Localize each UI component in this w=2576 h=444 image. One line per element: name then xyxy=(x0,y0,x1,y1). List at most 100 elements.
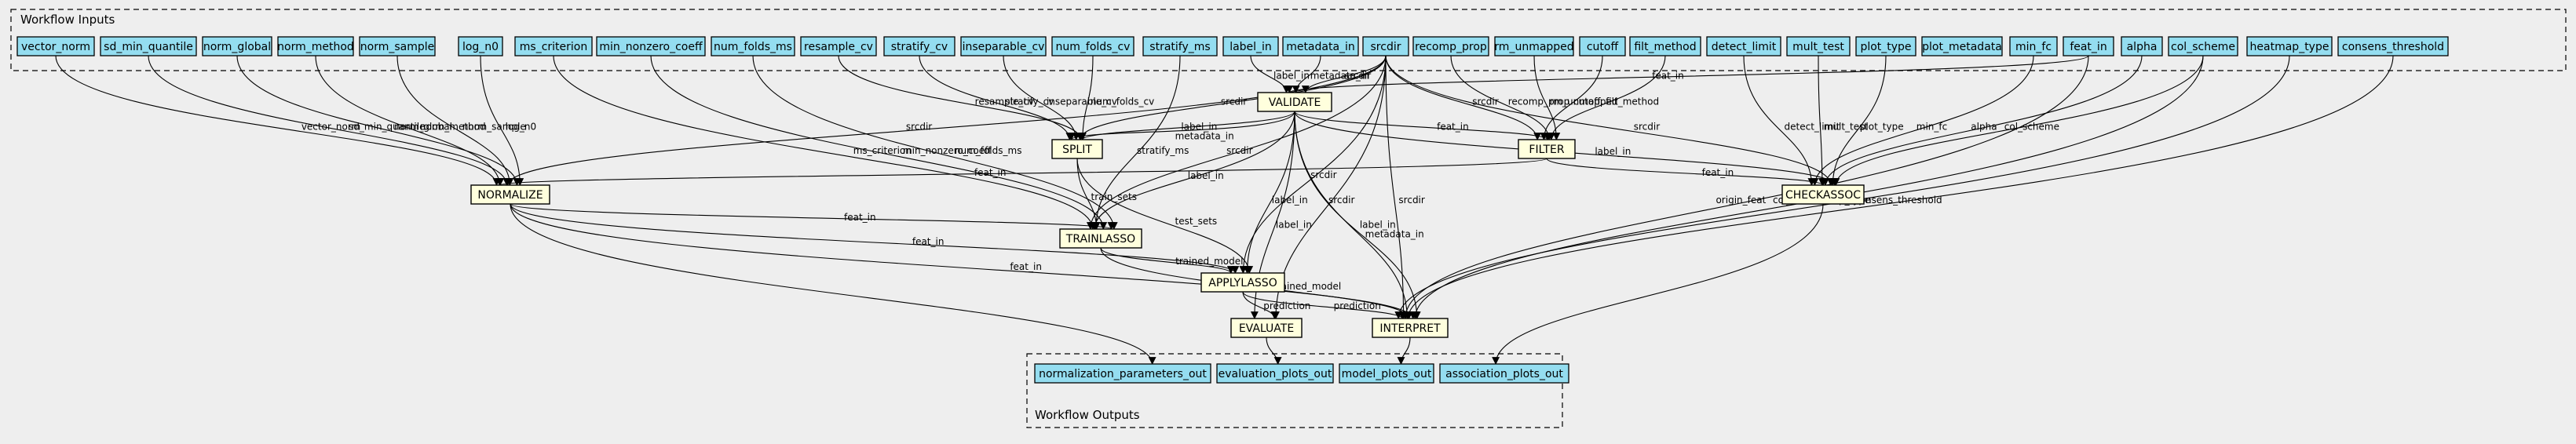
input-inseparable-cv[interactable]: inseparable_cv xyxy=(960,36,1047,56)
input-box[interactable] xyxy=(16,36,95,56)
input-box[interactable] xyxy=(2009,36,2058,56)
step-box[interactable] xyxy=(470,184,550,205)
step-EVALUATE[interactable]: EVALUATE xyxy=(1230,318,1303,338)
step-INTERPRET[interactable]: INTERPRET xyxy=(1372,318,1449,338)
input-filt-method[interactable]: filt_method xyxy=(1629,36,1701,56)
input-consens-threshold[interactable]: consens_threshold xyxy=(2337,36,2449,56)
input-box[interactable] xyxy=(100,36,197,56)
input-num-folds-cv[interactable]: num_folds_cv xyxy=(1051,36,1135,56)
input-box[interactable] xyxy=(596,36,706,56)
input-resample-cv[interactable]: resample_cv xyxy=(800,36,877,56)
input-box[interactable] xyxy=(202,36,272,56)
step-box[interactable] xyxy=(1051,139,1103,159)
input-box[interactable] xyxy=(800,36,877,56)
input-num-folds-ms[interactable]: num_folds_ms xyxy=(711,36,795,56)
input-box[interactable] xyxy=(960,36,1047,56)
step-box[interactable] xyxy=(1257,92,1332,112)
step-box[interactable] xyxy=(1059,228,1142,249)
step-label: EVALUATE xyxy=(1239,322,1294,335)
input-norm-method[interactable]: norm_method xyxy=(277,36,354,56)
input-min-nonzero-coeff[interactable]: min_nonzero_coeff xyxy=(596,36,706,56)
input-stratify-ms[interactable]: stratify_ms xyxy=(1142,36,1218,56)
output-box[interactable] xyxy=(1439,363,1569,384)
step-APPLYLASSO[interactable]: APPLYLASSO xyxy=(1200,272,1285,293)
edge-label: trained_model xyxy=(1175,256,1243,267)
input-norm-sample[interactable]: norm_sample xyxy=(359,36,436,56)
input-plot-type[interactable]: plot_type xyxy=(1855,36,1916,56)
input-box[interactable] xyxy=(1786,36,1851,56)
step-box[interactable] xyxy=(1781,184,1865,205)
output-box[interactable] xyxy=(1216,363,1334,384)
input-norm-global[interactable]: norm_global xyxy=(202,36,272,56)
input-box[interactable] xyxy=(1142,36,1218,56)
input-plot-metadata[interactable]: plot_metadata xyxy=(1921,36,2003,56)
output-box[interactable] xyxy=(1339,363,1434,384)
input-detect-limit[interactable]: detect_limit xyxy=(1706,36,1781,56)
edge-label: feat_in xyxy=(1652,70,1684,81)
step-box[interactable] xyxy=(1230,318,1303,338)
input-label: mult_test xyxy=(1792,41,1844,53)
input-min-fc[interactable]: min_fc xyxy=(2009,36,2058,56)
step-box[interactable] xyxy=(1200,272,1285,293)
input-box[interactable] xyxy=(2337,36,2449,56)
input-box[interactable] xyxy=(2246,36,2333,56)
input-label: min_fc xyxy=(2015,41,2052,53)
step-NORMALIZE[interactable]: NORMALIZE xyxy=(470,184,550,205)
input-label: log_n0 xyxy=(462,41,499,53)
input-feat-in[interactable]: feat_in xyxy=(2063,36,2114,56)
input-sd-min-quantile[interactable]: sd_min_quantile xyxy=(100,36,197,56)
input-srcdir[interactable]: srcdir xyxy=(1362,36,1409,56)
input-vector-norm[interactable]: vector_norm xyxy=(16,36,95,56)
input-box[interactable] xyxy=(2063,36,2114,56)
step-box[interactable] xyxy=(1372,318,1449,338)
input-box[interactable] xyxy=(1921,36,2003,56)
input-box[interactable] xyxy=(711,36,795,56)
output-box[interactable] xyxy=(1034,363,1211,384)
input-box[interactable] xyxy=(883,36,955,56)
input-box[interactable] xyxy=(1282,36,1359,56)
edge-label: vector_norm xyxy=(301,121,360,132)
input-heatmap-type[interactable]: heatmap_type xyxy=(2246,36,2333,56)
input-box[interactable] xyxy=(514,36,593,56)
edge-NORMALIZE-to-normalization-parameters-out xyxy=(510,203,1156,365)
input-box[interactable] xyxy=(1051,36,1135,56)
step-CHECKASSOC[interactable]: CHECKASSOC xyxy=(1781,184,1865,205)
input-box[interactable] xyxy=(1494,36,1574,56)
step-FILTER[interactable]: FILTER xyxy=(1518,139,1576,159)
input-box[interactable] xyxy=(2168,36,2238,56)
input-recomp-prop[interactable]: recomp_prop xyxy=(1412,36,1489,56)
input-box[interactable] xyxy=(1222,36,1279,56)
input-box[interactable] xyxy=(1412,36,1489,56)
input-box[interactable] xyxy=(1362,36,1409,56)
input-box[interactable] xyxy=(1579,36,1626,56)
input-box[interactable] xyxy=(277,36,354,56)
step-box[interactable] xyxy=(1518,139,1576,159)
input-ms-criterion[interactable]: ms_criterion xyxy=(514,36,593,56)
output-normalization-parameters-out[interactable]: normalization_parameters_out xyxy=(1034,363,1211,384)
step-TRAINLASSO[interactable]: TRAINLASSO xyxy=(1059,228,1142,249)
input-col-scheme[interactable]: col_scheme xyxy=(2168,36,2238,56)
input-box[interactable] xyxy=(2121,36,2163,56)
input-cutoff[interactable]: cutoff xyxy=(1579,36,1626,56)
input-mult-test[interactable]: mult_test xyxy=(1786,36,1851,56)
edge-label: label_in xyxy=(1273,70,1310,81)
input-box[interactable] xyxy=(1855,36,1916,56)
input-label: filt_method xyxy=(1634,41,1696,53)
output-evaluation-plots-out[interactable]: evaluation_plots_out xyxy=(1216,363,1334,384)
input-alpha[interactable]: alpha xyxy=(2121,36,2163,56)
edge-SPLIT-to-APPLYLASSO xyxy=(1076,158,1254,274)
input-box[interactable] xyxy=(359,36,436,56)
input-box[interactable] xyxy=(1629,36,1701,56)
input-rm-unmapped[interactable]: rm_unmapped xyxy=(1494,36,1574,56)
input-box[interactable] xyxy=(458,36,503,56)
input-box[interactable] xyxy=(1706,36,1781,56)
input-stratify-cv[interactable]: stratify_cv xyxy=(883,36,955,56)
input-log-n0[interactable]: log_n0 xyxy=(458,36,503,56)
input-metadata-in[interactable]: metadata_in xyxy=(1282,36,1359,56)
input-label: norm_method xyxy=(277,41,354,53)
step-SPLIT[interactable]: SPLIT xyxy=(1051,139,1103,159)
output-model-plots-out[interactable]: model_plots_out xyxy=(1339,363,1434,384)
step-VALIDATE[interactable]: VALIDATE xyxy=(1257,92,1332,112)
output-association-plots-out[interactable]: association_plots_out xyxy=(1439,363,1569,384)
input-label-in[interactable]: label_in xyxy=(1222,36,1279,56)
